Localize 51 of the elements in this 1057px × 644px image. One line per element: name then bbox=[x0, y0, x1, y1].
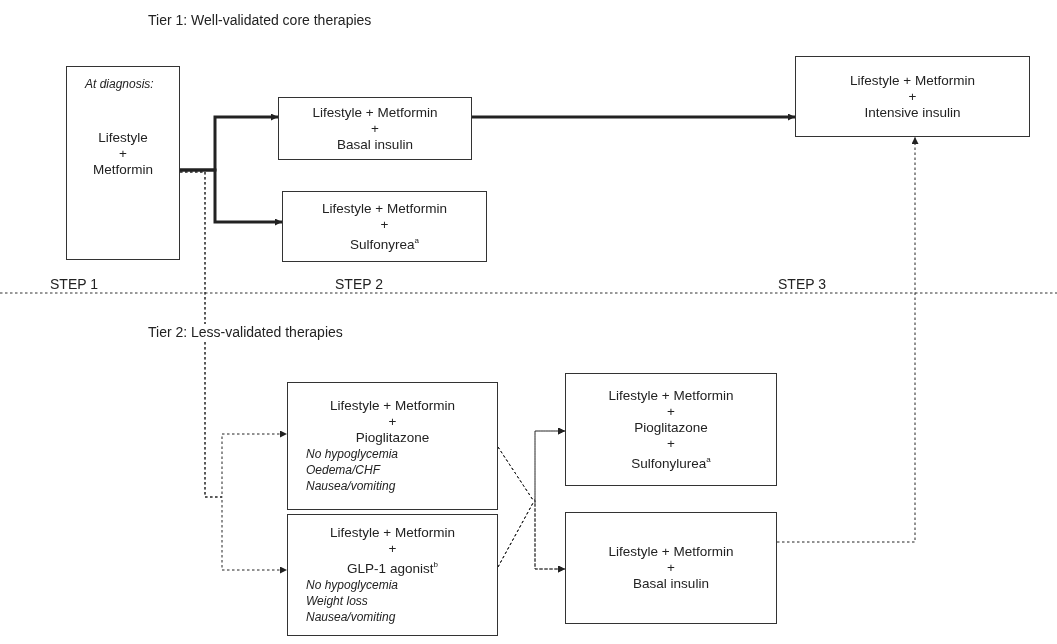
therapy-box bbox=[66, 66, 180, 260]
arrow bbox=[179, 171, 288, 574]
note-text: Oedema/CHF bbox=[305, 462, 381, 478]
arrow bbox=[776, 136, 919, 543]
arrow bbox=[472, 113, 795, 121]
therapy-text: Metformin bbox=[93, 162, 153, 178]
therapy-text: + bbox=[667, 403, 675, 420]
note-text: No hypoglycemia bbox=[305, 576, 399, 593]
therapy-box bbox=[287, 514, 498, 636]
arrow bbox=[497, 502, 566, 573]
note-text: Weight loss bbox=[305, 592, 368, 609]
therapy-box bbox=[282, 191, 487, 262]
therapy-text: Lifestyle + Metformin bbox=[850, 72, 975, 89]
therapy-text: Basal insulin bbox=[337, 136, 413, 153]
arrow bbox=[180, 168, 282, 226]
note-text: Nausea/vomiting bbox=[305, 608, 396, 625]
section-label: STEP 1 bbox=[50, 276, 98, 292]
therapy-box bbox=[795, 56, 1030, 137]
therapy-text: Sulfonyrea$^{a}$ bbox=[350, 234, 419, 253]
therapy-text: Lifestyle + Metformin bbox=[330, 525, 455, 542]
note-text: At diagnosis: bbox=[83, 76, 154, 92]
therapy-text: Lifestyle + Metformin bbox=[312, 104, 438, 121]
section-label: STEP 2 bbox=[335, 276, 383, 292]
therapy-text: + bbox=[388, 414, 397, 430]
therapy-text: GLP-1 agonist$^{b}$ bbox=[347, 559, 438, 577]
therapy-text: Sulfonylurea$^{a}$ bbox=[631, 453, 711, 472]
therapy-text: + bbox=[667, 435, 675, 452]
therapy-text: Lifestyle + Metformin bbox=[608, 387, 734, 404]
therapy-text: Basal insulin bbox=[633, 576, 709, 592]
therapy-text: Lifestyle + Metformin bbox=[322, 200, 447, 217]
therapy-text: + bbox=[667, 560, 675, 576]
section-label: Tier 1: Well-validated core therapies bbox=[148, 12, 372, 28]
therapy-text: Pioglitazone bbox=[634, 419, 708, 436]
note-text: No hypoglycemia bbox=[305, 446, 399, 462]
therapy-text: Pioglitazone bbox=[355, 430, 430, 446]
therapy-text: Lifestyle + Metformin bbox=[608, 544, 734, 560]
therapy-box bbox=[565, 373, 777, 486]
therapy-text: + bbox=[908, 88, 917, 105]
therapy-text: Lifestyle + Metformin bbox=[330, 398, 455, 414]
therapy-box bbox=[278, 97, 472, 160]
therapy-text: Lifestyle bbox=[98, 130, 148, 146]
section-label: STEP 3 bbox=[778, 276, 826, 292]
note-text: Nausea/vomiting bbox=[305, 478, 396, 494]
section-label: Tier 2: Less-validated therapies bbox=[148, 324, 343, 340]
therapy-text: + bbox=[371, 120, 379, 137]
therapy-box bbox=[287, 382, 498, 510]
therapy-text: + bbox=[380, 216, 389, 233]
therapy-text: + bbox=[388, 541, 397, 558]
therapy-text: Intensive insulin bbox=[864, 104, 961, 121]
therapy-box bbox=[565, 512, 777, 624]
therapy-text: + bbox=[119, 146, 127, 162]
